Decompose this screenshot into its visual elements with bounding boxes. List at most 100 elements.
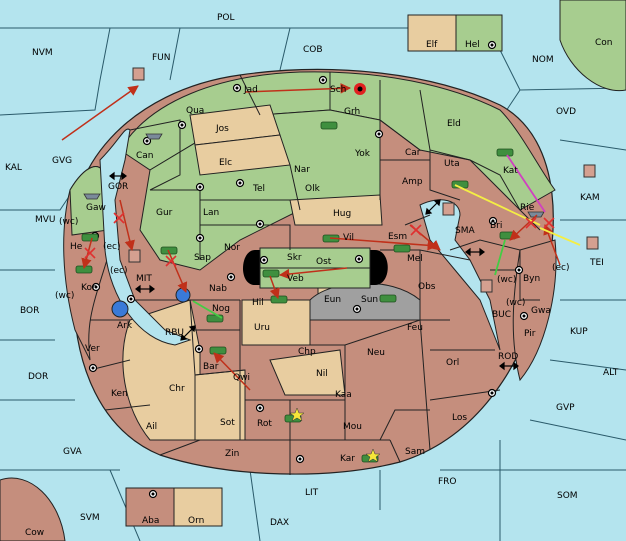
province-label: Skr	[287, 253, 302, 263]
army-icon	[81, 233, 99, 242]
province-label: Nor	[224, 243, 240, 253]
province-label: Sam	[405, 447, 425, 457]
sea-label: DOR	[28, 372, 48, 382]
sea-label: RBU	[165, 328, 184, 338]
flag-icon	[480, 279, 493, 293]
province-label: Elf	[426, 40, 438, 50]
province-label: He	[70, 242, 83, 252]
north-region	[119, 71, 556, 211]
flag-icon	[132, 67, 145, 81]
sea-label: ALT	[603, 368, 619, 378]
province-label: Mou	[343, 422, 362, 432]
sea-label: SVM	[80, 513, 100, 523]
province-label: Nil	[316, 369, 328, 379]
sea-label: ROD	[498, 352, 518, 362]
province-label: Feu	[407, 323, 423, 333]
province-label: Qua	[186, 106, 204, 116]
sea-borders	[0, 27, 626, 541]
province-label: Grh	[344, 107, 360, 117]
province-label: Aba	[142, 516, 159, 526]
province-label: Bar	[203, 362, 219, 372]
sea-label: KUP	[570, 327, 588, 337]
sea-label: COB	[303, 45, 323, 55]
sea-label: FRO	[438, 477, 457, 487]
province-label: Gaw	[86, 203, 106, 213]
sea-label: GVA	[63, 447, 83, 457]
province-label: Ver	[85, 344, 100, 354]
coast-label: (wc)	[506, 298, 525, 308]
coast-label: (ec)	[552, 263, 570, 273]
province-label: Los	[452, 413, 467, 423]
sea-label: POL	[217, 13, 235, 23]
province-label: Byn	[523, 274, 540, 284]
army-icon	[209, 346, 227, 355]
province-label: Pir	[524, 329, 536, 339]
province-label: Lan	[203, 208, 219, 218]
army-icon	[379, 294, 397, 303]
sea-label: MVU	[35, 215, 56, 225]
army-icon	[499, 231, 517, 240]
sea-label: TEI	[589, 258, 604, 268]
province-label: Ken	[111, 389, 128, 399]
province-label: Hug	[333, 209, 351, 219]
sea-label: Con	[595, 38, 613, 48]
support-line-magenta	[506, 154, 546, 213]
province-label: Cow	[25, 528, 44, 538]
province-hug[interactable]	[289, 194, 383, 226]
explosion-icon	[354, 83, 366, 95]
province-label: Kor	[81, 283, 96, 293]
province-label: Elc	[219, 158, 232, 168]
province-label: Ail	[146, 422, 157, 432]
province-orn[interactable]	[173, 487, 223, 527]
province-label: Neu	[367, 348, 385, 358]
globe-icon	[111, 300, 129, 318]
province-label: Car	[405, 148, 421, 158]
sea-label: BUC	[492, 310, 511, 320]
sea-label: (ec)	[103, 242, 121, 252]
inner-channel-east	[419, 199, 501, 351]
flag-icon	[586, 236, 599, 250]
flag-icon	[128, 249, 141, 263]
province-label: Esm	[388, 232, 407, 242]
province-label: Bri	[490, 221, 502, 231]
province-label: Vil	[343, 233, 354, 243]
fleet-icon	[83, 193, 101, 200]
sea-label: GOR	[108, 182, 128, 192]
flag-icon	[583, 164, 596, 178]
province-label: Rie	[520, 203, 535, 213]
province-label: Eld	[447, 119, 461, 129]
province-label: Veb	[287, 274, 304, 284]
double-arrow-icons	[109, 171, 519, 371]
sea-label: SOM	[557, 491, 578, 501]
sea-label: SMA	[455, 226, 475, 236]
province-borders	[89, 72, 541, 475]
province-label: Eun	[324, 295, 341, 305]
province-label: Sun	[361, 295, 378, 305]
province-label: Nog	[212, 304, 230, 314]
province-label: Jos	[215, 124, 229, 134]
province-label: Nab	[209, 284, 227, 294]
province-label: Rot	[257, 419, 272, 429]
province-label: Zin	[225, 449, 239, 459]
coast-labels: (wc) (ec) (wc) (wc) (ec)	[55, 263, 570, 308]
province-label: Uta	[444, 159, 460, 169]
province-label: Mel	[407, 254, 423, 264]
province-label: Kat	[503, 166, 518, 176]
sea-label: FUN	[152, 53, 171, 63]
east-strip	[512, 239, 557, 382]
army-icon	[393, 244, 411, 253]
sea-label: DAX	[270, 518, 289, 528]
star-icon	[365, 448, 381, 463]
province-label: Kar	[340, 454, 355, 464]
province-label: Hil	[252, 298, 264, 308]
support-line-lime	[494, 239, 506, 276]
province-label: Orn	[188, 516, 204, 526]
sea-label: LIT	[305, 488, 319, 498]
province-label: Sot	[220, 418, 235, 428]
province-label: Chp	[298, 347, 316, 357]
star-icon	[289, 407, 305, 422]
province-label: Yok	[354, 149, 371, 159]
coast-label: (wc)	[497, 275, 516, 285]
